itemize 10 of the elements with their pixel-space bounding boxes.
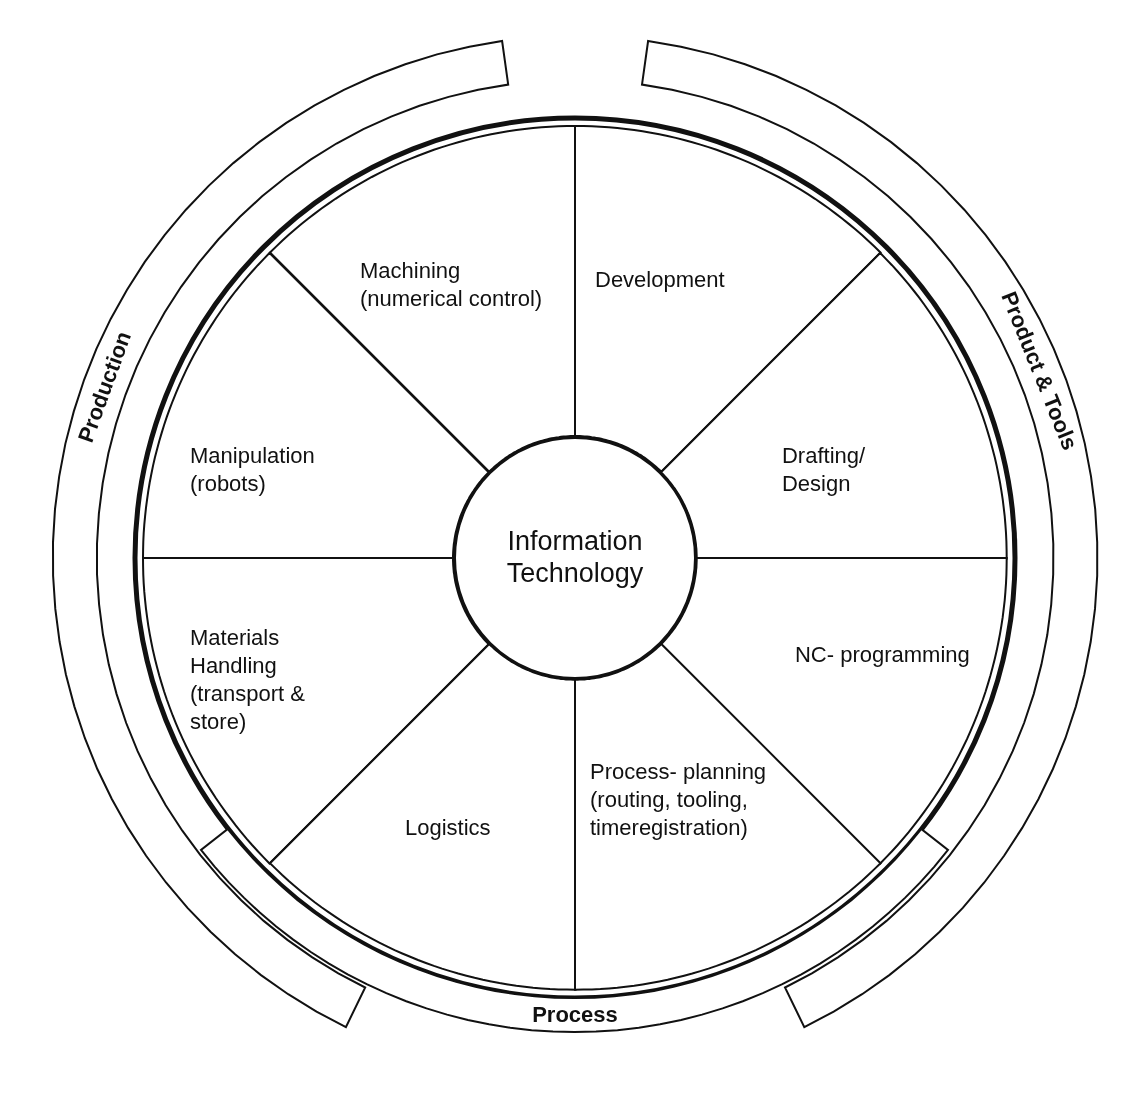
- segment-label: Materials Handling (transport & store): [190, 624, 306, 736]
- segment-label: Machining (numerical control): [360, 257, 544, 313]
- segment-label: Manipulation (robots): [190, 442, 316, 498]
- band-label: Process: [532, 1001, 618, 1029]
- segment-label: Logistics: [405, 814, 492, 842]
- segment-label: Drafting/ Design: [782, 442, 867, 498]
- segment-label: Process- planning (routing, tooling, timeregistration): [590, 758, 768, 842]
- segment-label: NC- programming: [795, 641, 971, 669]
- segment-label: Development: [595, 266, 726, 294]
- center-label: Information Technology: [505, 525, 645, 589]
